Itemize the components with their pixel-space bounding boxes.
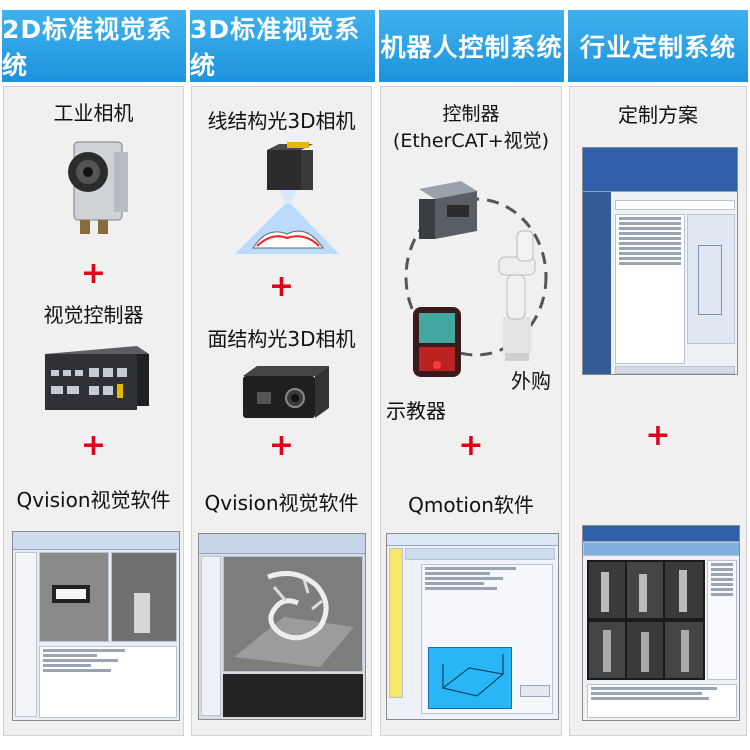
custom-plan-label: 定制方案: [618, 103, 698, 127]
teach-pendant-label: 示教器: [386, 399, 446, 423]
custom-plan-screenshot-top: [582, 147, 738, 375]
header-2d-vision: 2D标准视觉系统: [2, 10, 186, 82]
qmotion-software-label: Qmotion软件: [408, 493, 534, 517]
column-industry-custom: 定制方案 +: [569, 86, 747, 736]
header-custom-label: 行业定制系统: [579, 33, 736, 62]
qvision-3d-software-label: Qvision视觉软件: [204, 491, 359, 515]
qvision-software-label: Qvision视觉软件: [16, 488, 171, 512]
column-2d-vision: 工业相机 + 视觉控制器 + Qvision视觉软件: [3, 86, 184, 736]
header-3d-label: 3D标准视觉系统: [190, 15, 361, 80]
controller-ethercat-label: 控制器(EtherCAT+视觉): [392, 103, 550, 152]
column-3d-vision: 线结构光3D相机 + 面结构光3D相机 + Qvision视觉软件: [191, 86, 372, 736]
custom-plan-screenshot-bottom: [582, 525, 740, 721]
area-structured-camera-label: 面结构光3D相机: [207, 327, 356, 351]
column-robot-control: 控制器(EtherCAT+视觉) 外购 示教器 + Qmotion软件: [380, 86, 562, 736]
qvision-2d-screenshot: [12, 531, 180, 721]
robot-control-system-diagram: [404, 181, 548, 377]
header-2d-label: 2D标准视觉系统: [2, 15, 173, 80]
qvision-3d-screenshot: [198, 533, 366, 720]
qmotion-screenshot: [386, 533, 559, 720]
header-3d-vision: 3D标准视觉系统: [190, 10, 375, 82]
plus-icon: +: [80, 256, 107, 291]
line-structured-3d-camera-image: [235, 142, 339, 254]
line-structured-camera-label: 线结构光3D相机: [207, 109, 356, 133]
plus-icon: +: [458, 428, 484, 463]
plus-icon: +: [645, 418, 671, 453]
vision-controller-image: [45, 346, 149, 410]
header-robot-label: 机器人控制系统: [380, 33, 563, 62]
plus-icon: +: [80, 428, 107, 463]
header-robot-control: 机器人控制系统: [379, 10, 564, 82]
plus-icon: +: [268, 269, 295, 304]
area-structured-3d-camera-image: [243, 366, 329, 418]
industrial-camera-image: [68, 141, 128, 234]
plus-icon: +: [268, 428, 295, 463]
industrial-camera-label: 工业相机: [53, 101, 134, 125]
outsourced-label: 外购: [511, 369, 551, 393]
vision-controller-label: 视觉控制器: [43, 303, 144, 327]
header-industry-custom: 行业定制系统: [568, 10, 748, 82]
